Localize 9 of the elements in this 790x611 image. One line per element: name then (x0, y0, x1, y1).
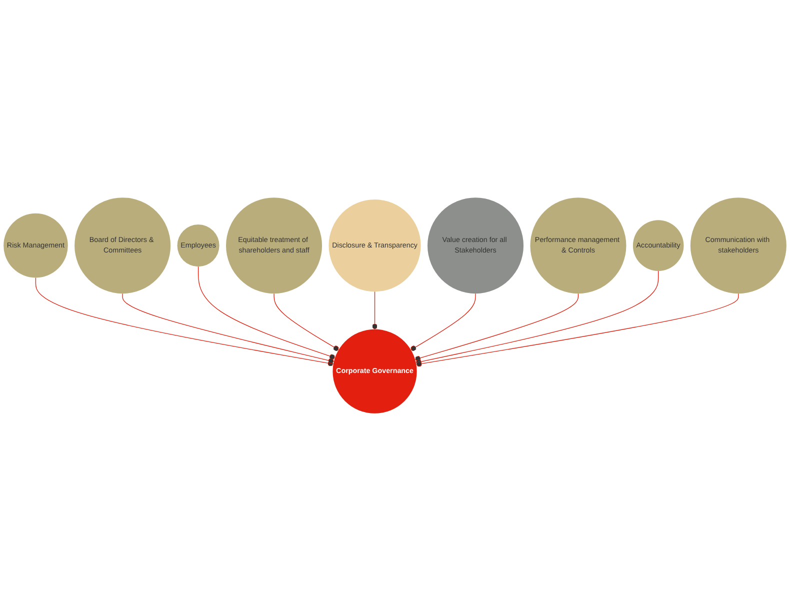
connector (414, 293, 579, 362)
connector (410, 293, 476, 352)
connector (35, 277, 334, 366)
connector (274, 293, 339, 352)
connector (122, 293, 334, 364)
connector (416, 293, 739, 367)
connector (198, 266, 336, 360)
connector (372, 291, 378, 330)
connector (416, 270, 659, 365)
